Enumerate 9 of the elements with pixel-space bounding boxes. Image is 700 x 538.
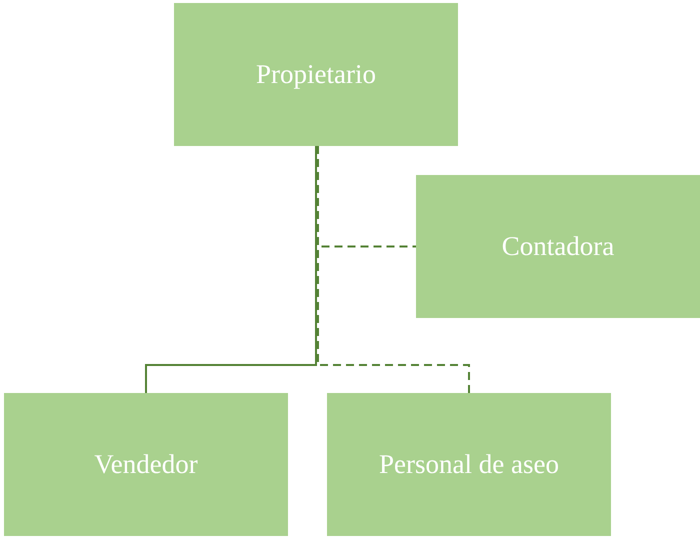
role-label: Personal de aseo [379, 449, 559, 480]
role-label: Propietario [256, 59, 376, 90]
role-box [4, 393, 288, 536]
role-label: Vendedor [94, 449, 198, 480]
role-label: Contadora [502, 231, 614, 262]
role-box [327, 393, 611, 536]
role-box [174, 3, 458, 146]
connector-line [145, 146, 317, 393]
role-box [416, 175, 700, 318]
